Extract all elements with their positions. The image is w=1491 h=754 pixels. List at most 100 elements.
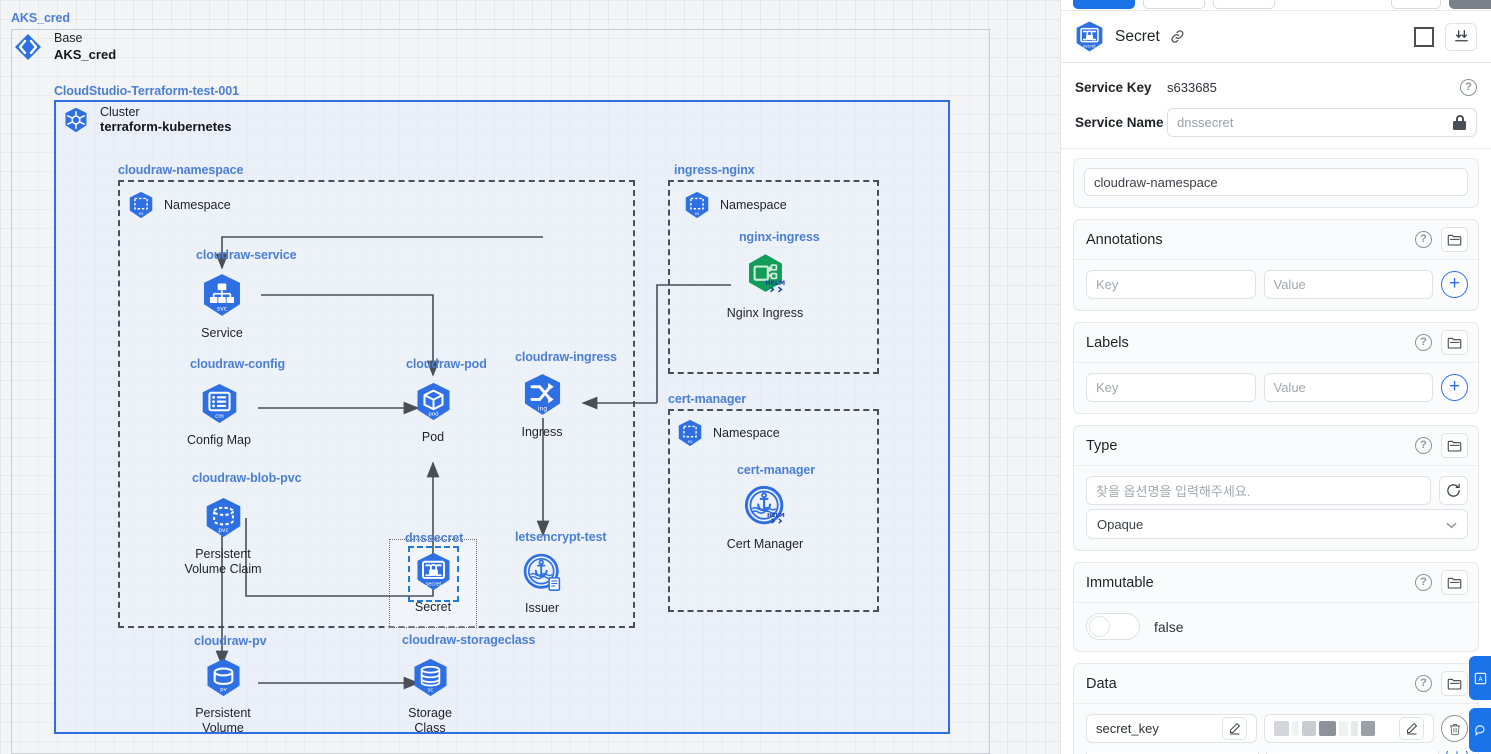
group-title-ingress-nginx: ingress-nginx	[674, 163, 755, 177]
svg-text:svc: svc	[217, 306, 228, 313]
base-group-title: AKS_cred	[11, 11, 70, 25]
data-key-input-next[interactable]	[1086, 751, 1259, 754]
folder-icon[interactable]	[1441, 570, 1468, 595]
svg-text:ns: ns	[688, 439, 693, 444]
node-title-ingress: cloudraw-ingress	[515, 350, 617, 364]
node-label-pvc: Persistent Volume Claim	[184, 547, 262, 576]
service-name-input[interactable]: dnssecret	[1167, 107, 1477, 137]
annotation-value-input[interactable]: Value	[1263, 270, 1433, 299]
ai-assistant-fab[interactable]: A	[1469, 656, 1491, 700]
data-value-input[interactable]	[1263, 714, 1434, 743]
secret-icon: secret	[416, 552, 450, 591]
node-cert-manager[interactable]: HELM Cert Manager	[710, 484, 820, 552]
pencil-icon[interactable]	[1221, 717, 1247, 740]
pod-icon: pod	[416, 382, 450, 421]
select-square-icon[interactable]	[1414, 26, 1434, 47]
base-kind: Base	[54, 31, 83, 46]
chat-support-fab[interactable]	[1469, 708, 1491, 752]
svg-text:HELM: HELM	[767, 513, 785, 519]
question-icon[interactable]: ?	[1415, 437, 1432, 454]
labels-title: Labels	[1086, 334, 1129, 351]
service-name-placeholder: dnssecret	[1177, 114, 1234, 130]
node-ns-cert[interactable]: ns Namespace	[675, 418, 780, 448]
node-label-pv: Persistent Volume	[195, 706, 251, 735]
storageclass-icon-wrap: sc	[410, 657, 451, 703]
service-icon: svc	[204, 274, 240, 316]
node-label-ns-cloudraw: Namespace	[164, 198, 231, 212]
node-ingress[interactable]: ing Ingress	[487, 372, 597, 440]
service-info-block: Service Key s633685 ? Service Name dnsse…	[1061, 63, 1491, 149]
node-pod[interactable]: pod Pod	[378, 381, 488, 445]
annotation-key-input[interactable]: Key	[1086, 270, 1256, 299]
helm-chart-icon: HELM	[748, 254, 785, 293]
node-pv[interactable]: pv Persistent Volume	[168, 657, 278, 736]
configmap-icon: cm	[202, 384, 236, 423]
node-ns-cloudraw[interactable]: ns Namespace	[126, 190, 231, 220]
plus-icon[interactable]: +	[1441, 271, 1468, 298]
code-bracket-icon	[15, 34, 41, 60]
type-search-input[interactable]: 찾을 옵션명을 입력해주세요.	[1086, 476, 1431, 505]
namespace-input[interactable]: cloudraw-namespace	[1084, 168, 1468, 196]
labels-card: Labels ? Key Value +	[1073, 322, 1479, 414]
node-label-nginx-ingress: Nginx Ingress	[726, 306, 804, 320]
type-select[interactable]: Opaque	[1086, 509, 1468, 539]
data-value-input-next[interactable]	[1266, 751, 1439, 754]
properties-panel[interactable]: secret Secret Service	[1060, 0, 1491, 754]
plus-icon[interactable]: +	[1446, 751, 1468, 754]
svg-text:cm: cm	[215, 414, 224, 420]
group-cert-manager[interactable]	[668, 409, 879, 612]
folder-icon[interactable]	[1441, 433, 1468, 458]
node-secret[interactable]: secret Secret	[378, 546, 488, 615]
link-icon[interactable]	[1169, 28, 1186, 45]
plus-icon[interactable]: +	[1441, 374, 1468, 401]
node-title-pvc: cloudraw-blob-pvc	[192, 471, 302, 485]
data-key-input[interactable]: secret_key	[1086, 714, 1257, 743]
immutable-toggle[interactable]	[1086, 613, 1140, 640]
trash-icon[interactable]	[1441, 715, 1468, 742]
panel-toolbar[interactable]	[1061, 0, 1491, 11]
immutable-title: Immutable	[1086, 574, 1154, 591]
namespace-icon: ns	[678, 419, 702, 447]
svg-text:pod: pod	[428, 411, 438, 417]
node-title-pv: cloudraw-pv	[194, 634, 267, 648]
service-key-label: Service Key	[1075, 79, 1152, 95]
node-service[interactable]: svc Service	[167, 272, 277, 341]
question-icon[interactable]: ?	[1415, 675, 1432, 692]
type-header: Type ?	[1074, 426, 1478, 466]
toolbar-button-3[interactable]	[1213, 0, 1275, 9]
labels-body: Key Value +	[1074, 363, 1478, 413]
node-issuer[interactable]: Issuer	[487, 552, 597, 616]
folder-icon[interactable]	[1441, 227, 1468, 252]
node-configmap[interactable]: cm Config Map	[164, 382, 274, 448]
label-value-input[interactable]: Value	[1263, 373, 1433, 402]
immutable-body: false	[1074, 603, 1478, 651]
label-key-input[interactable]: Key	[1086, 373, 1256, 402]
annotations-header: Annotations ?	[1074, 220, 1478, 260]
type-selected-value: Opaque	[1097, 516, 1144, 532]
cluster-container[interactable]	[54, 100, 950, 734]
node-nginx-ingress[interactable]: HELM Nginx Ingress	[710, 251, 820, 321]
question-icon[interactable]: ?	[1460, 78, 1477, 96]
storageclass-icon: sc	[413, 658, 447, 697]
node-pvc[interactable]: pvc Persistent Volume Claim	[168, 496, 278, 577]
data-key-value: secret_key	[1096, 721, 1159, 736]
question-icon[interactable]: ?	[1415, 574, 1432, 591]
svg-text:secret: secret	[425, 581, 441, 587]
toolbar-primary-button[interactable]	[1073, 0, 1135, 9]
node-ns-nginx[interactable]: ns Namespace	[682, 190, 787, 220]
node-storageclass[interactable]: sc Storage Class	[375, 657, 485, 736]
collapse-all-icon[interactable]	[1445, 22, 1477, 51]
type-card: Type ? 찾을 옵션명을 입력해주세요. Opaque	[1073, 425, 1479, 551]
folder-icon[interactable]	[1441, 671, 1468, 696]
cluster-kind: Cluster	[100, 105, 140, 119]
folder-icon[interactable]	[1441, 330, 1468, 355]
question-icon[interactable]: ?	[1415, 334, 1432, 351]
refresh-icon[interactable]	[1439, 476, 1468, 505]
question-icon[interactable]: ?	[1415, 231, 1432, 248]
toolbar-button-2[interactable]	[1143, 0, 1205, 9]
diagram-canvas[interactable]: AKS_cred Base AKS_cred CloudStudio-Terra…	[0, 0, 1060, 754]
pencil-icon[interactable]	[1399, 717, 1424, 740]
toolbar-button-4[interactable]	[1391, 0, 1441, 9]
service-name-row: Service Name dnssecret	[1075, 107, 1477, 137]
toolbar-button-5[interactable]	[1449, 0, 1491, 9]
